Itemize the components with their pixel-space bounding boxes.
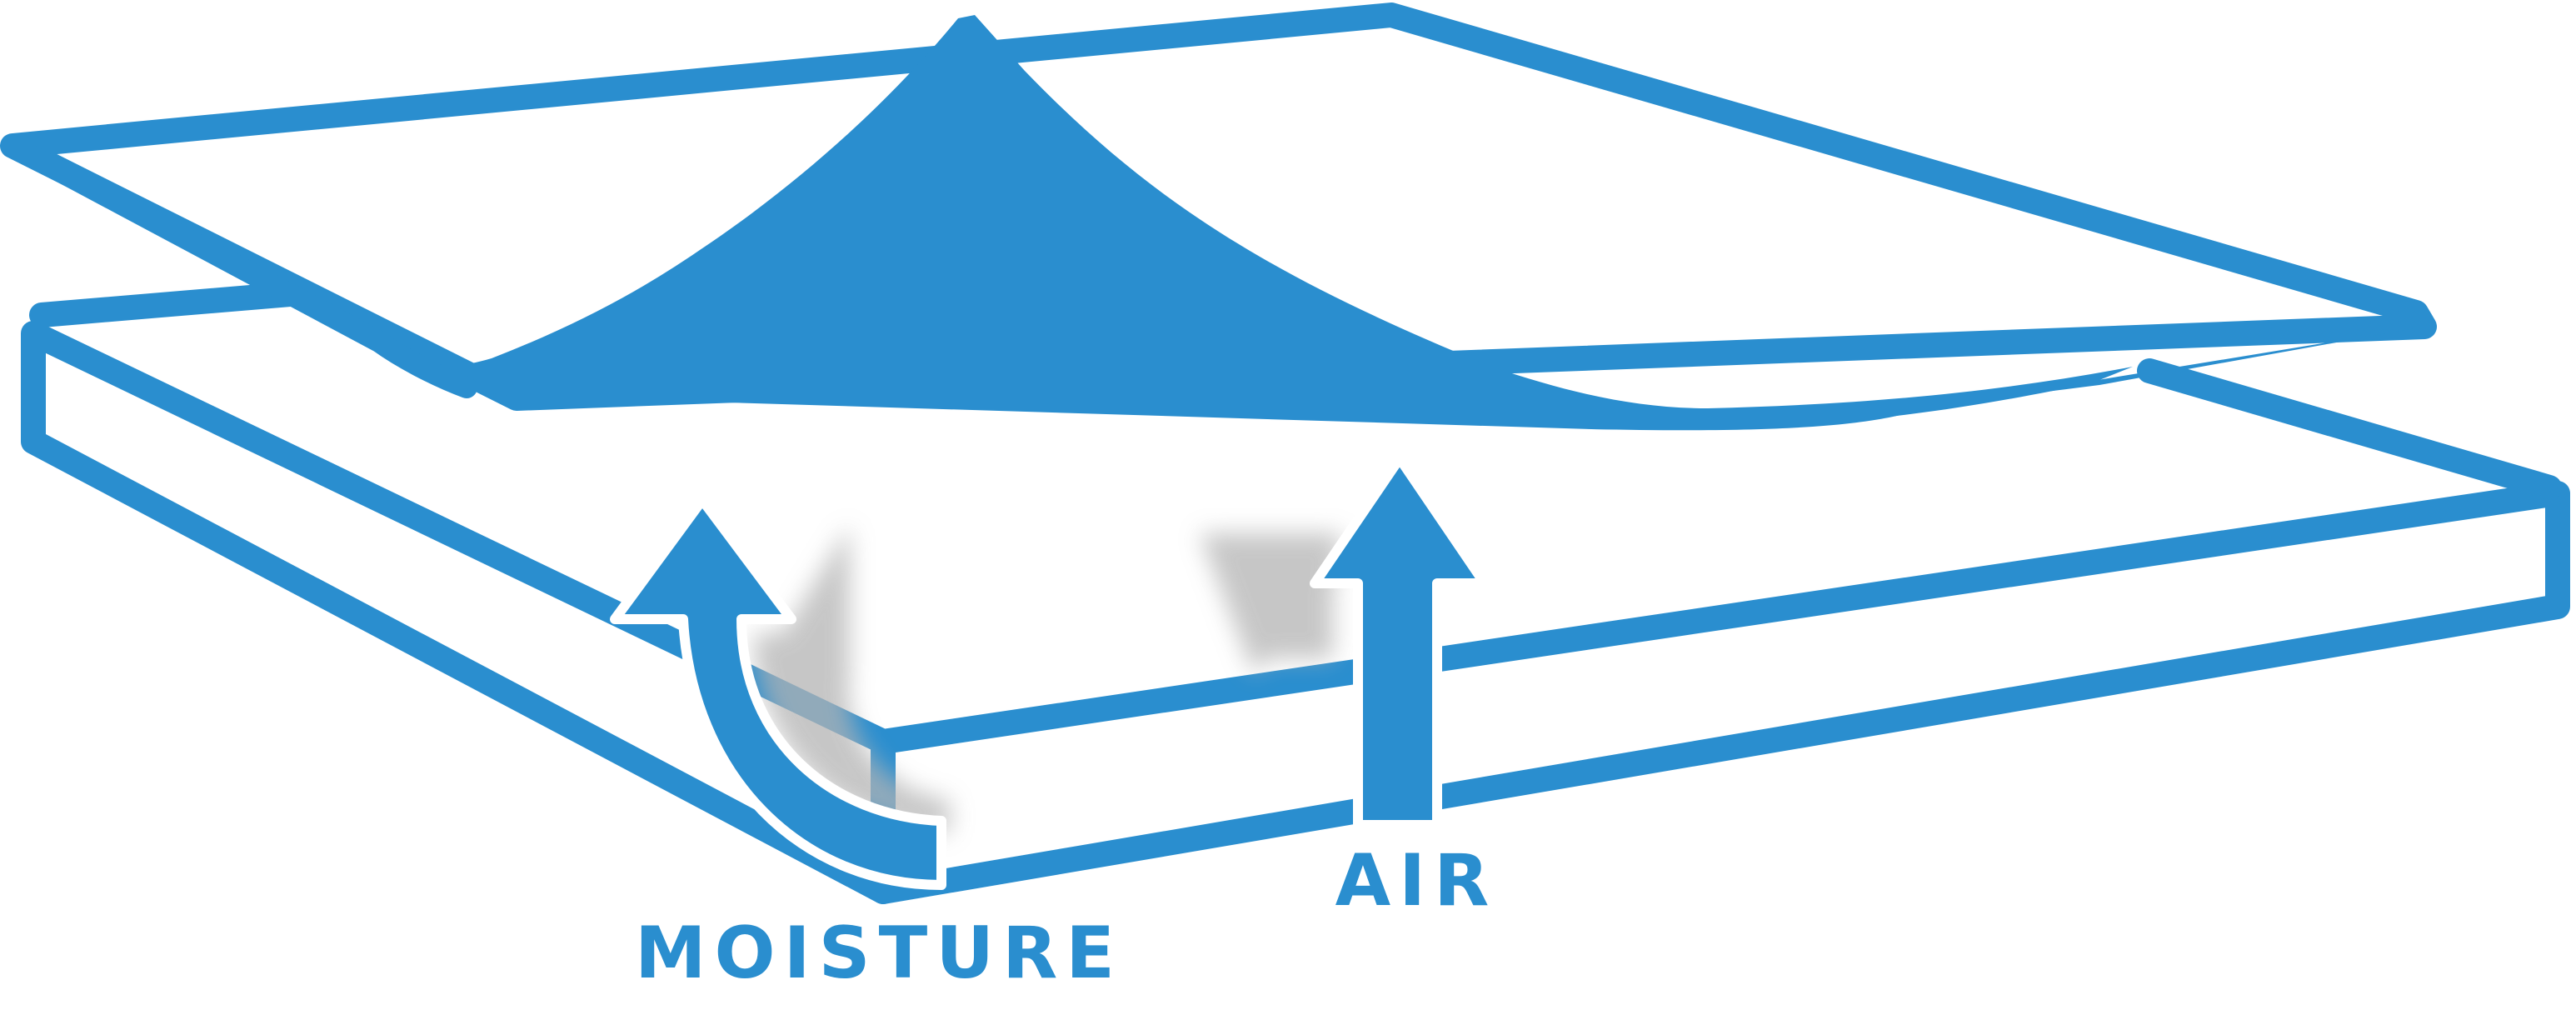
protector-lifted-corner (379, 15, 2133, 430)
moisture-label: MOISTURE (635, 912, 1123, 995)
protector (0, 2, 2437, 431)
moisture-arrow (610, 495, 946, 890)
moisture-arrow-shadow (754, 525, 950, 833)
protector-left-fold (2, 135, 477, 398)
air-label: AIR (1335, 839, 1498, 922)
moisture-arrow-icon (610, 495, 946, 890)
air-arrow-icon (1310, 453, 1490, 830)
air-arrow-shadow (1200, 533, 1341, 675)
arrow-shadows (754, 525, 1341, 833)
mattress-top-face (42, 315, 2549, 733)
mattress-top-back-edge (29, 281, 312, 328)
mattress-top-right-edge (2137, 358, 2562, 500)
air-arrow (1310, 453, 1490, 830)
